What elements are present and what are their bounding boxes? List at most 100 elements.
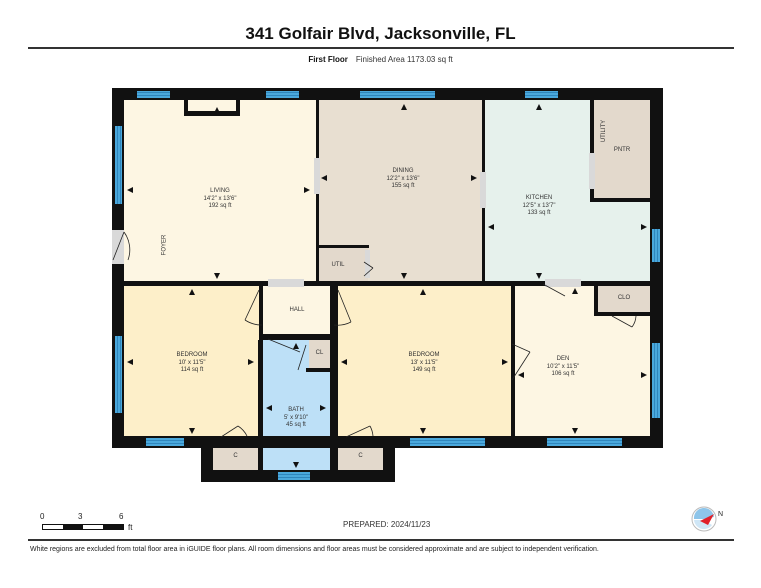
dimension-arrow — [293, 462, 299, 468]
label-dining: DINING 12'2" x 13'6" 155 sq ft — [343, 168, 463, 191]
room-area: 192 sq ft — [208, 203, 232, 209]
room-living — [124, 100, 316, 281]
footer-divider — [28, 539, 734, 541]
window — [652, 229, 660, 262]
room-area: 133 sq ft — [527, 210, 551, 216]
dimension-arrow — [536, 273, 542, 279]
window — [410, 438, 485, 446]
label-bath: BATH 5' x 9'10" 45 sq ft — [256, 407, 336, 430]
finished-area: Finished Area 1173.03 sq ft — [355, 55, 453, 64]
dimension-arrow — [641, 224, 647, 230]
room-dims: 12'5" x 13'7" — [522, 202, 556, 209]
wall — [124, 281, 650, 286]
room-area: 114 sq ft — [180, 367, 204, 373]
window — [146, 438, 184, 446]
room-name: BATH — [288, 407, 304, 413]
room-area: 45 sq ft — [286, 422, 306, 428]
door-opening — [268, 279, 304, 287]
header-divider — [28, 47, 734, 49]
dimension-arrow — [214, 273, 220, 279]
scale-unit: ft — [128, 523, 133, 532]
scale-bar-graphic — [42, 524, 124, 530]
dimension-arrow — [488, 224, 494, 230]
disclaimer: White regions are excluded from total fl… — [30, 546, 599, 553]
dimension-arrow — [321, 175, 327, 181]
room-area: 149 sq ft — [412, 367, 436, 373]
window — [137, 91, 170, 98]
label-utility: UTILITY — [601, 119, 608, 143]
room-name: BEDROOM — [176, 352, 208, 358]
dimension-arrow — [189, 428, 195, 434]
room-name: LIVING — [210, 188, 230, 194]
room-name: BEDROOM — [408, 352, 440, 358]
room-pantry — [594, 100, 650, 198]
label-util: UTIL — [331, 262, 345, 268]
door-opening — [480, 172, 486, 208]
dimension-arrow — [127, 187, 133, 193]
room-bedroom-2 — [338, 286, 511, 436]
window — [266, 91, 299, 98]
window — [278, 472, 310, 480]
label-clo: CLO — [617, 295, 631, 301]
wall — [590, 100, 594, 202]
room-bedroom-1 — [124, 286, 259, 436]
room-util — [318, 248, 368, 281]
wall — [316, 245, 369, 248]
label-closet-2: C — [358, 453, 363, 459]
wall — [590, 198, 650, 202]
page-title: 341 Golfair Blvd, Jacksonville, FL — [245, 24, 516, 43]
dimension-arrow — [518, 372, 524, 378]
window — [525, 91, 558, 98]
wall — [511, 286, 515, 436]
room-area: 106 sq ft — [551, 371, 575, 377]
label-cl: CL — [315, 350, 324, 356]
room-hall — [263, 286, 333, 334]
window — [652, 343, 660, 418]
dimension-arrow — [420, 428, 426, 434]
prepared-date: PREPARED: 2024/11/23 — [343, 520, 431, 529]
window — [360, 91, 435, 98]
dimension-arrow — [536, 104, 542, 110]
fireplace-hearth — [188, 100, 236, 111]
room-name: KITCHEN — [525, 195, 553, 201]
label-bedroom-2: BEDROOM 13' x 11'5" 149 sq ft — [364, 352, 484, 375]
dimension-arrow — [248, 359, 254, 365]
dimension-arrow — [502, 359, 508, 365]
dimension-arrow — [127, 359, 133, 365]
label-foyer: FOYER — [161, 234, 168, 256]
dimension-arrow — [189, 289, 195, 295]
room-clo — [598, 286, 650, 312]
dimension-arrow — [572, 288, 578, 294]
wall — [330, 286, 338, 470]
label-closet-1: C — [233, 453, 238, 459]
compass-north-label: N — [718, 511, 723, 518]
room-dims: 10' x 11'5" — [178, 359, 206, 366]
label-kitchen: KITCHEN 12'5" x 13'7" 133 sq ft — [479, 195, 599, 218]
room-dims: 10'2" x 11'5" — [546, 363, 580, 370]
dimension-arrow — [266, 405, 272, 411]
room-dims: 12'2" x 13'6" — [386, 175, 420, 182]
wall — [594, 286, 598, 316]
window — [115, 126, 122, 204]
compass: N — [690, 505, 730, 540]
scale-tick-3: 3 — [78, 512, 83, 521]
label-living: LIVING 14'2" x 13'6" 192 sq ft — [160, 188, 280, 211]
scale-tick-6: 6 — [119, 512, 124, 521]
wall — [259, 334, 333, 340]
wall — [383, 436, 395, 482]
dimension-arrow — [572, 428, 578, 434]
room-name: DEN — [556, 356, 570, 362]
room-cl — [309, 340, 330, 368]
window — [115, 336, 122, 413]
label-hall: HALL — [289, 307, 305, 313]
wall — [306, 368, 330, 372]
dimension-arrow — [420, 289, 426, 295]
dimension-arrow — [471, 175, 477, 181]
door-opening — [589, 153, 595, 189]
dimension-arrow — [320, 405, 326, 411]
room-name: DINING — [392, 168, 414, 174]
wall — [258, 340, 263, 470]
label-bedroom-1: BEDROOM 10' x 11'5" 114 sq ft — [132, 352, 252, 375]
